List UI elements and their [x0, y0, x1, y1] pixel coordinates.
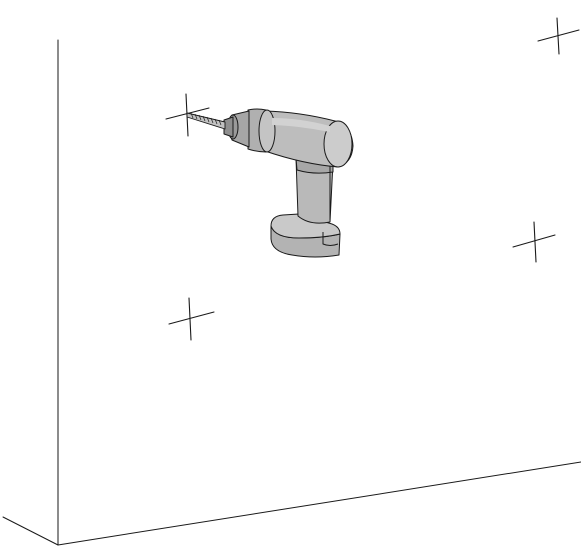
cordless-drill — [186, 108, 354, 258]
wall-bottom-edge — [57, 461, 581, 546]
cross-marker-right — [512, 221, 556, 263]
drill-motor-housing — [247, 108, 354, 168]
drill-bit — [186, 112, 226, 130]
cross-marker-left — [168, 297, 215, 341]
drill-markers — [165, 17, 580, 341]
drill-battery-pack — [270, 213, 341, 258]
wall-outline — [2, 39, 581, 546]
cross-marker-top-right — [537, 17, 580, 55]
drill-chuck — [223, 110, 250, 148]
floor-corner-line — [2, 516, 59, 546]
drill-handle — [295, 157, 334, 224]
